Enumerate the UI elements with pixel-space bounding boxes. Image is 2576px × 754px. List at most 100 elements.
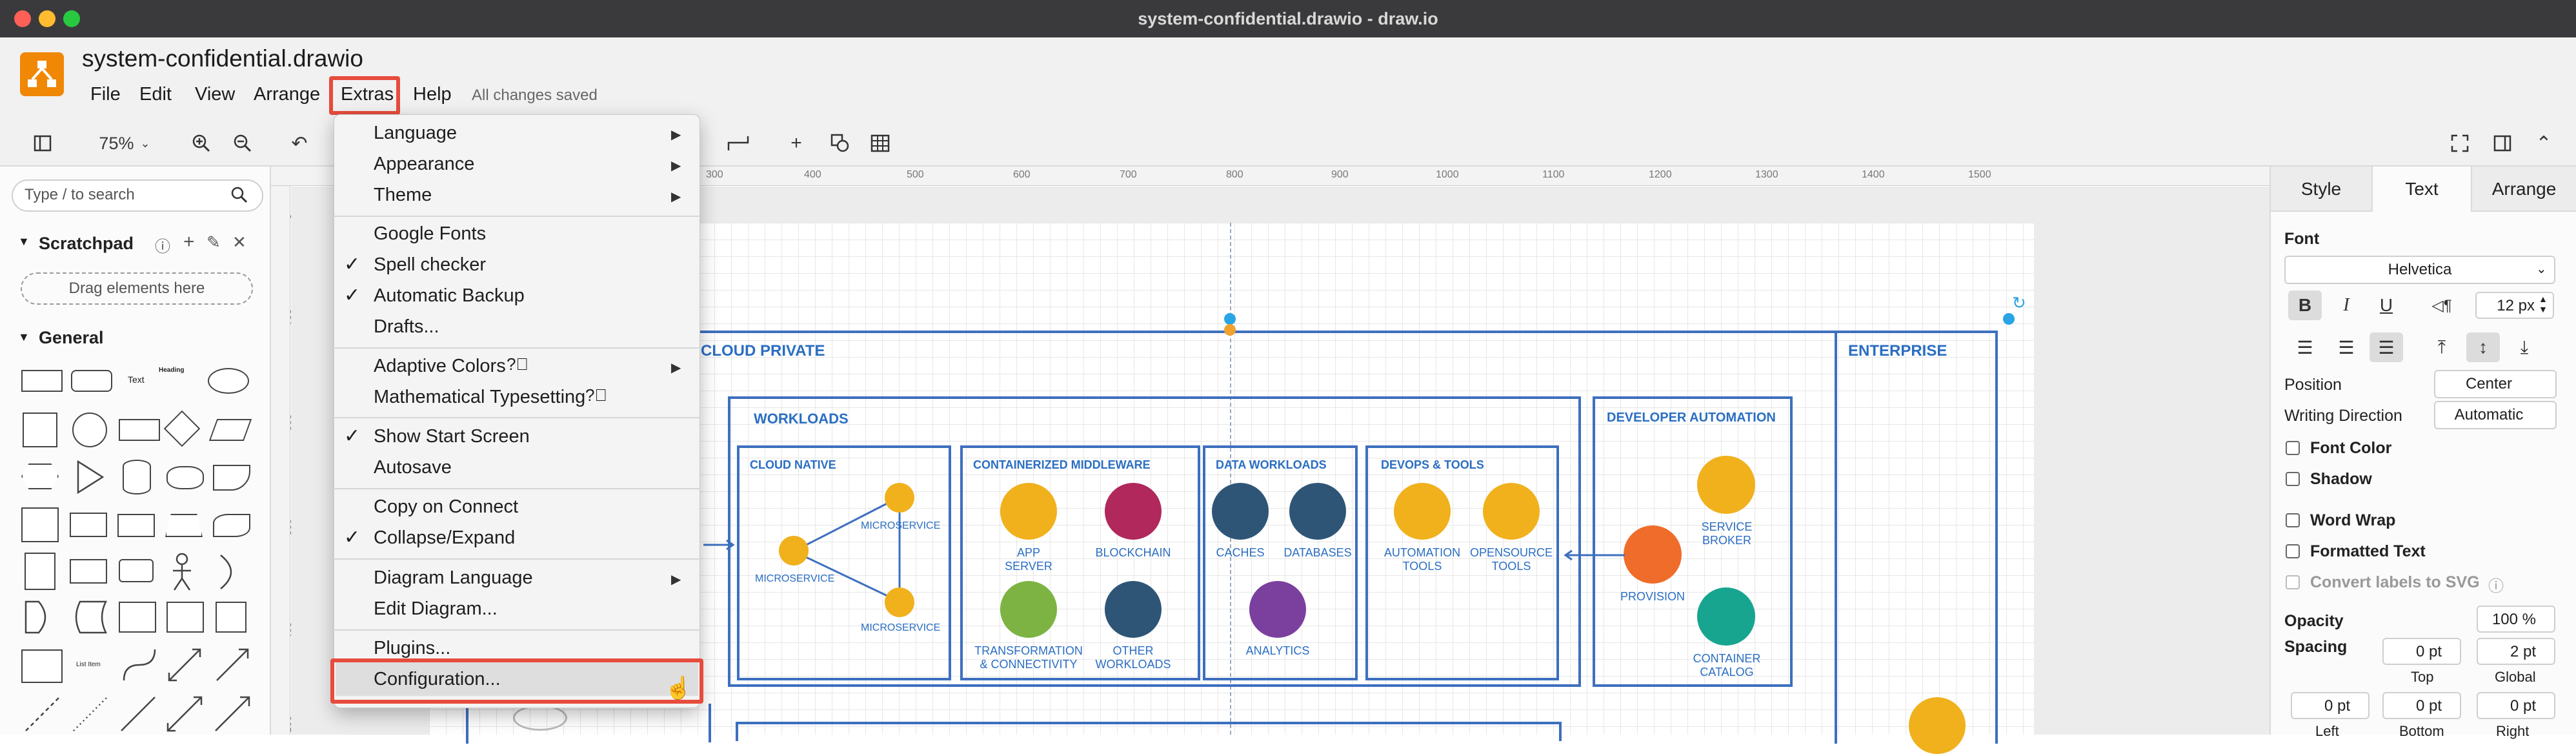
shape-list[interactable] xyxy=(166,602,204,633)
general-title[interactable]: General xyxy=(39,328,104,347)
menu-edit[interactable]: Edit xyxy=(139,84,172,105)
align-bottom-icon[interactable]: ⤓ xyxy=(2520,336,2529,357)
word-wrap-checkbox[interactable] xyxy=(2286,513,2300,527)
shape-data-storage[interactable] xyxy=(71,599,108,638)
minimize-window-button[interactable] xyxy=(39,10,55,27)
sidebar-toggle-icon[interactable] xyxy=(28,129,57,158)
shape-actor[interactable] xyxy=(169,553,195,595)
menu-item-edit-diagram[interactable]: Edit Diagram... xyxy=(374,598,498,619)
spacing-global-input[interactable]: 2 pt xyxy=(2477,638,2555,665)
shape-search-input[interactable] xyxy=(12,179,263,212)
text-direction-icon[interactable]: ◁¶ xyxy=(2431,296,2452,314)
tab-style[interactable]: Style xyxy=(2271,167,2371,212)
shape-table-list[interactable] xyxy=(21,649,63,683)
format-panel-toggle-icon[interactable] xyxy=(2488,129,2517,158)
chevron-down-icon[interactable]: ▼ xyxy=(18,235,30,248)
shape-dotted-line[interactable] xyxy=(71,695,110,737)
menu-item-diagram-language[interactable]: Diagram Language xyxy=(374,567,533,588)
service-broker-icon[interactable] xyxy=(1697,456,1755,514)
shape-arrow[interactable] xyxy=(213,646,252,688)
shape-trapezoid[interactable] xyxy=(165,514,203,537)
automation-tools-icon[interactable] xyxy=(1394,483,1451,540)
shape-heading[interactable]: Heading xyxy=(159,367,185,374)
shape-curve[interactable] xyxy=(120,646,157,688)
scratchpad-drop-zone[interactable]: Drag elements here xyxy=(21,272,253,305)
corner-handle[interactable] xyxy=(2003,313,2015,325)
align-left-icon[interactable]: ☰ xyxy=(2297,337,2313,358)
shape-dashed-line[interactable] xyxy=(23,695,62,737)
enterprise-container[interactable] xyxy=(1835,331,1998,744)
edit-pencil-icon[interactable]: ✎ xyxy=(206,232,221,252)
shape-bidirectional-arrow[interactable] xyxy=(165,646,204,688)
cloud-native-container[interactable] xyxy=(737,445,951,680)
shape-callout[interactable] xyxy=(119,559,154,582)
other-workloads-icon[interactable] xyxy=(1105,581,1162,638)
align-top-icon[interactable]: ⤒ xyxy=(2437,336,2446,357)
shape-rectangle[interactable] xyxy=(21,370,63,392)
add-icon[interactable]: + xyxy=(183,231,195,252)
analytics-icon[interactable] xyxy=(1249,581,1306,638)
menu-item-mathematical-typesetting[interactable]: Mathematical Typesetting xyxy=(374,387,586,407)
spacing-top-input[interactable]: 0 pt xyxy=(2382,638,2461,665)
caches-icon[interactable] xyxy=(1212,483,1269,540)
shape-circle[interactable] xyxy=(72,413,107,447)
collapse-chevron-up-icon[interactable]: ⌃ xyxy=(2535,132,2552,154)
shape-cube[interactable] xyxy=(70,513,107,537)
developer-automation-label[interactable]: DEVELOPER AUTOMATION xyxy=(1607,411,1776,425)
font-size-input[interactable]: 12 px xyxy=(2475,292,2554,319)
devops-tools-container[interactable] xyxy=(1365,445,1559,680)
underline-button[interactable]: U xyxy=(2379,295,2393,315)
menu-item-collapse-expand[interactable]: Collapse/Expand xyxy=(374,527,516,548)
developer-automation-container[interactable] xyxy=(1593,396,1793,687)
shape-ellipse[interactable] xyxy=(208,368,249,394)
shape-line[interactable] xyxy=(119,695,157,737)
shape-double-arrow[interactable] xyxy=(165,695,204,737)
provision-icon[interactable] xyxy=(1624,525,1682,584)
left-lower-container[interactable] xyxy=(466,704,711,742)
align-middle-icon[interactable]: ↕ xyxy=(2466,332,2500,362)
shape-swimlane[interactable] xyxy=(216,602,247,633)
containerized-middleware-label[interactable]: CONTAINERIZED MIDDLEWARE xyxy=(973,458,1151,471)
font-color-checkbox[interactable] xyxy=(2286,441,2300,455)
menu-item-plugins[interactable]: Plugins... xyxy=(374,638,451,658)
close-icon[interactable]: ✕ xyxy=(232,232,247,252)
shape-rounded-rectangle[interactable] xyxy=(71,370,112,392)
menu-item-autosave[interactable]: Autosave xyxy=(374,457,452,478)
cloud-icon[interactable] xyxy=(513,705,567,731)
menu-extras[interactable]: Extras xyxy=(341,84,394,105)
shape-tape[interactable] xyxy=(213,514,250,537)
menu-item-language[interactable]: Language xyxy=(374,123,458,143)
shape-internal-storage[interactable] xyxy=(21,507,59,542)
microservice-icon[interactable] xyxy=(779,536,809,566)
opensource-tools-icon[interactable] xyxy=(1483,483,1540,540)
cloud-native-label[interactable]: CLOUD NATIVE xyxy=(750,458,836,471)
shape-note[interactable] xyxy=(25,553,55,590)
shape-hexagon[interactable] xyxy=(21,464,59,489)
shadow-checkbox[interactable] xyxy=(2286,472,2300,486)
menu-item-configuration[interactable]: Configuration... xyxy=(374,669,501,689)
spacing-left-input[interactable]: 0 pt xyxy=(2291,692,2370,719)
shape-card[interactable] xyxy=(70,559,107,584)
menu-item-copy-on-connect[interactable]: Copy on Connect xyxy=(374,496,519,517)
help-icon[interactable]: ?⃝ xyxy=(507,354,528,374)
chevron-down-icon[interactable]: ▼ xyxy=(18,331,30,343)
shape-or[interactable] xyxy=(217,553,243,595)
shape-triangle[interactable] xyxy=(76,460,105,498)
data-workloads-label[interactable]: DATA WORKLOADS xyxy=(1216,458,1327,471)
help-icon[interactable]: ⓘ xyxy=(2488,578,2504,595)
menu-item-theme[interactable]: Theme xyxy=(374,185,432,205)
rotate-handle[interactable] xyxy=(1224,313,1236,325)
shape-document[interactable] xyxy=(213,465,250,491)
workloads-label[interactable]: WORKLOADS xyxy=(754,411,849,427)
blockchain-icon[interactable] xyxy=(1105,483,1162,540)
resize-handle[interactable] xyxy=(1224,324,1236,336)
lower-container[interactable] xyxy=(736,722,1562,741)
enterprise-label[interactable]: ENTERPRISE xyxy=(1848,342,1947,360)
menu-help[interactable]: Help xyxy=(413,84,452,105)
zoom-select[interactable]: 75%⌄ xyxy=(89,129,160,158)
menu-item-appearance[interactable]: Appearance xyxy=(374,154,475,174)
file-name[interactable]: system-confidential.drawio xyxy=(82,45,363,72)
menu-item-drafts[interactable]: Drafts... xyxy=(374,316,439,337)
menu-item-spell-checker[interactable]: Spell checker xyxy=(374,254,487,275)
shape-container[interactable] xyxy=(119,602,156,633)
